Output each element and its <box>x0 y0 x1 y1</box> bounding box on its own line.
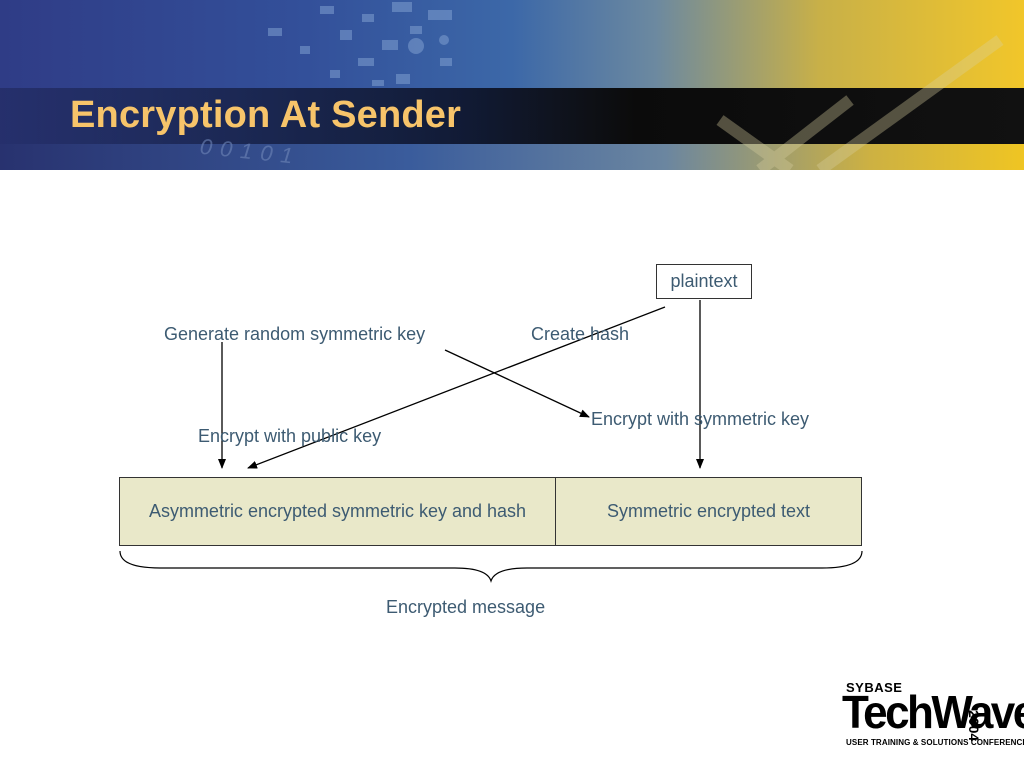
generate-key-label: Generate random symmetric key <box>164 324 426 344</box>
header-decoration: 00101 <box>199 2 1004 170</box>
slide-title: Encryption At Sender <box>70 94 462 136</box>
logo-brand: SYBASE <box>846 680 903 695</box>
asymmetric-cell: Asymmetric encrypted symmetric key and h… <box>119 477 556 546</box>
symmetric-cell-label: Symmetric encrypted text <box>606 501 811 521</box>
asymmetric-cell-label: Asymmetric encrypted symmetric key and h… <box>148 501 527 521</box>
encrypt-symmetric-label: Encrypt with symmetric key <box>591 409 810 429</box>
logo-product: TechWave <box>842 686 1024 739</box>
header-bottom-strip <box>0 144 1024 170</box>
header-dark-band <box>0 88 1024 144</box>
techwave-logo: SYBASE TechWave 2004 USER TRAINING & SOL… <box>842 680 1024 750</box>
logo-year: 2004 <box>966 710 982 742</box>
symmetric-cell: Symmetric encrypted text <box>555 477 862 546</box>
encrypted-message-brace <box>119 550 863 584</box>
encrypted-message-label: Encrypted message <box>386 597 546 617</box>
arrow-plaintext-to-left-cell <box>247 306 666 469</box>
plaintext-box: plaintext <box>656 264 752 299</box>
header-banner: 00101 Encryption At Sender <box>0 0 1024 170</box>
encrypt-public-label: Encrypt with public key <box>198 426 382 446</box>
logo-tagline: USER TRAINING & SOLUTIONS CONFERENCE <box>846 738 1024 747</box>
plaintext-label: plaintext <box>670 271 738 291</box>
arrow-key-to-symmetric-encrypt <box>444 349 590 418</box>
create-hash-label: Create hash <box>531 324 630 344</box>
